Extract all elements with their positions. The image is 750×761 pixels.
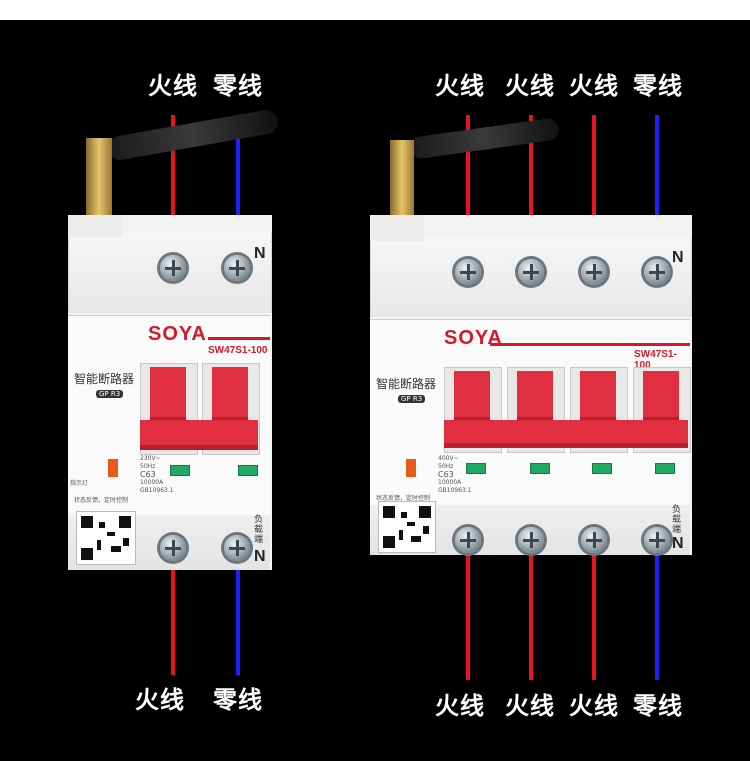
breaker-handle[interactable] bbox=[212, 367, 248, 425]
screw-terminal bbox=[455, 527, 481, 553]
product-name: 智能断路器 bbox=[376, 377, 437, 391]
label-live-top-3: 火线 bbox=[569, 72, 619, 100]
brand-logo: SOYA bbox=[148, 323, 207, 345]
neutral-wire-bottom bbox=[655, 550, 659, 680]
label-live-bottom-left: 火线 bbox=[135, 686, 185, 714]
screw-terminal bbox=[455, 259, 481, 285]
handle-bar[interactable] bbox=[444, 420, 688, 448]
antenna-connector bbox=[390, 140, 414, 216]
screw-terminal bbox=[644, 527, 670, 553]
label-live-bottom-1: 火线 bbox=[435, 692, 485, 720]
status-window bbox=[655, 463, 675, 474]
gp-badge: GP R3 bbox=[398, 395, 426, 403]
screw-terminal bbox=[644, 259, 670, 285]
label-live-top-2: 火线 bbox=[505, 72, 555, 100]
n-pole-label-bottom: N bbox=[672, 535, 684, 552]
feature-note: 状态反馈，定时控制 bbox=[74, 497, 129, 504]
status-window bbox=[530, 463, 550, 474]
live-wire-top bbox=[529, 115, 533, 240]
feature-note: 状态反馈，定时控制 bbox=[376, 495, 431, 502]
load-side-label: 负载端 bbox=[672, 505, 682, 535]
indicator-light bbox=[406, 459, 416, 477]
gp-badge: GP R3 bbox=[96, 390, 124, 398]
n-pole-label: N bbox=[672, 249, 684, 266]
label-neutral-top-left: 零线 bbox=[213, 72, 263, 100]
live-wire-bottom bbox=[466, 550, 470, 680]
screw-terminal bbox=[581, 527, 607, 553]
load-side-label: 负载端 bbox=[254, 515, 264, 545]
label-neutral-bottom-left: 零线 bbox=[213, 686, 263, 714]
label-live-top-1: 火线 bbox=[435, 72, 485, 100]
live-wire-bottom bbox=[529, 550, 533, 680]
neutral-wire-bottom bbox=[236, 560, 240, 675]
indicator-light bbox=[108, 459, 118, 477]
label-neutral-top-right: 零线 bbox=[633, 72, 683, 100]
screw-terminal bbox=[160, 255, 186, 281]
qr-code bbox=[76, 511, 136, 565]
screw-terminal bbox=[581, 259, 607, 285]
live-wire-top bbox=[592, 115, 596, 240]
spec-text: 400V~ 50Hz C63 10000A GB10963.1 bbox=[438, 455, 472, 494]
breaker-handle[interactable] bbox=[454, 371, 490, 425]
breaker-4pole: N SOYA SW47S1-100 智能断路器 GP R3 400V~ 50Hz… bbox=[370, 215, 692, 555]
product-photo: 火线 零线 火线 零线 N SOYA SW47S1-100 智能断路器 GP R… bbox=[0, 20, 750, 761]
live-wire-bottom bbox=[592, 550, 596, 680]
brand-logo: SOYA bbox=[444, 327, 503, 349]
status-window bbox=[238, 465, 258, 476]
antenna-icon bbox=[408, 117, 561, 160]
label-neutral-bottom-right: 零线 bbox=[633, 692, 683, 720]
screw-terminal bbox=[224, 535, 250, 561]
screw-terminal bbox=[160, 535, 186, 561]
qr-code bbox=[378, 501, 436, 553]
breaker-2pole: N SOYA SW47S1-100 智能断路器 GP R3 指示灯 230V~ … bbox=[68, 215, 272, 570]
live-wire-bottom bbox=[171, 560, 175, 675]
n-pole-label-bottom: N bbox=[254, 548, 266, 565]
screw-terminal bbox=[518, 259, 544, 285]
antenna-icon bbox=[105, 108, 280, 162]
handle-bar[interactable] bbox=[140, 420, 258, 450]
breaker-handle[interactable] bbox=[580, 371, 616, 425]
label-live-top-left: 火线 bbox=[148, 72, 198, 100]
neutral-wire-top bbox=[655, 115, 659, 240]
antenna-connector bbox=[86, 138, 112, 218]
status-window bbox=[170, 465, 190, 476]
screw-terminal bbox=[224, 255, 250, 281]
live-wire-top bbox=[466, 115, 470, 240]
breaker-handle[interactable] bbox=[643, 371, 679, 425]
model-number: SW47S1-100 bbox=[634, 349, 677, 371]
screw-terminal bbox=[518, 527, 544, 553]
label-live-bottom-2: 火线 bbox=[505, 692, 555, 720]
breaker-handle[interactable] bbox=[517, 371, 553, 425]
neutral-wire-top bbox=[236, 115, 240, 235]
status-window bbox=[592, 463, 612, 474]
indicator-label: 指示灯 bbox=[70, 480, 89, 487]
product-name: 智能断路器 bbox=[74, 372, 135, 386]
status-window bbox=[466, 463, 486, 474]
breaker-handle[interactable] bbox=[150, 367, 186, 425]
n-pole-label: N bbox=[254, 245, 266, 262]
live-wire-top bbox=[171, 115, 175, 235]
spec-text: 230V~ 50Hz C63 10000A GB10963.1 bbox=[140, 455, 174, 494]
label-live-bottom-3: 火线 bbox=[569, 692, 619, 720]
model-number: SW47S1-100 bbox=[208, 345, 268, 356]
